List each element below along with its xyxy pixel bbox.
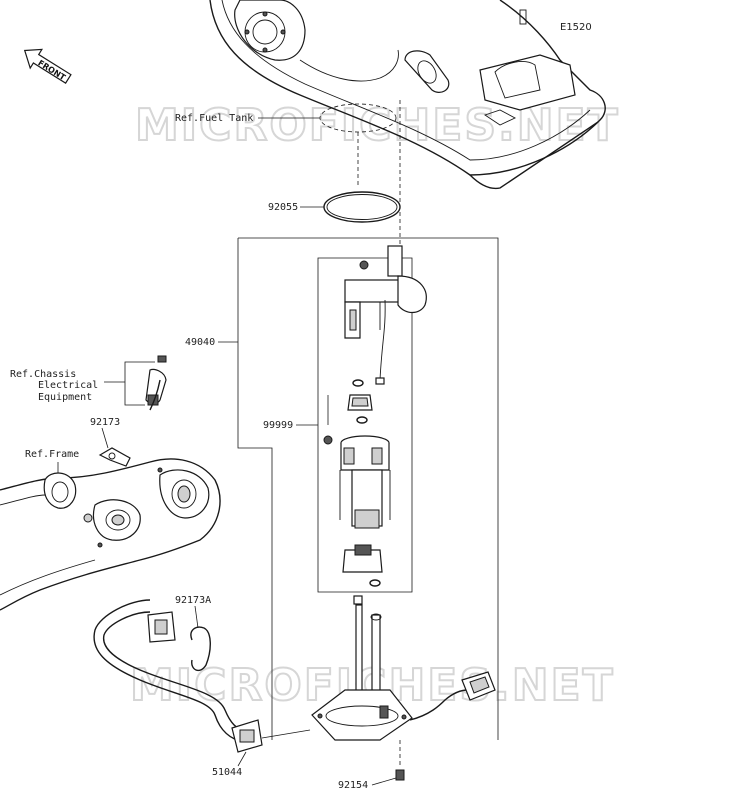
label-92055: 92055 — [268, 202, 298, 213]
front-arrow-icon: FRONT — [23, 48, 72, 84]
frame-illustration — [0, 458, 221, 611]
clamp-92173A — [190, 626, 211, 672]
gasket-92055 — [323, 191, 401, 223]
label-ref-chassis: Ref.Chassis — [10, 369, 76, 380]
fuel-pump-top-module — [344, 245, 427, 385]
label-92173A: 92173A — [175, 595, 211, 606]
fuel-pump-body — [339, 435, 391, 529]
fuel-hose-51044 — [93, 599, 263, 753]
label-51044: 51044 — [212, 767, 242, 778]
fuel-tank-illustration — [209, 0, 606, 190]
watermark-top: MICROFICHES.NET — [135, 100, 620, 151]
bolt-92154 — [395, 769, 405, 781]
label-92154: 92154 — [338, 780, 368, 791]
label-ref-fuel-tank: Ref.Fuel Tank — [175, 113, 253, 124]
label-ref-chassis-equipment: Equipment — [38, 392, 92, 403]
harness-clamp-top — [145, 355, 167, 411]
label-ref-frame: Ref.Frame — [25, 449, 79, 460]
diagram-code: E1520 — [560, 22, 592, 33]
pump-base-plate — [311, 595, 413, 741]
label-99999: 99999 — [263, 420, 293, 431]
label-ref-chassis-electrical: Electrical — [38, 380, 98, 391]
label-92173: 92173 — [90, 417, 120, 428]
label-49040: 49040 — [185, 337, 215, 348]
